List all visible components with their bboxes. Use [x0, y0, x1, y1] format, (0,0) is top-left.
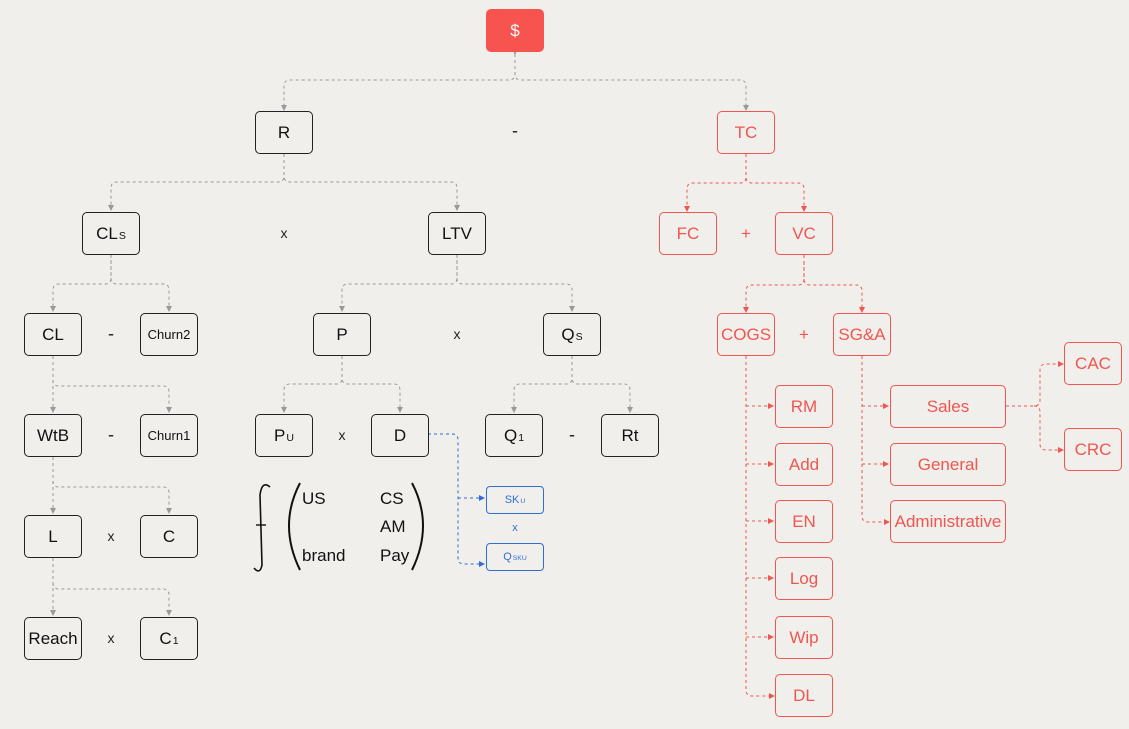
rt-node[interactable]: Rt: [601, 414, 659, 457]
integral-sign: [253, 484, 271, 572]
cogs-item-dl[interactable]: DL: [775, 674, 833, 717]
operator-times: x: [107, 528, 115, 544]
tc-node[interactable]: TC: [717, 111, 775, 154]
matrix-cs: CS: [380, 489, 404, 508]
connector-sales-cac: [1006, 361, 1064, 407]
operator-plus: +: [799, 325, 809, 344]
p-node[interactable]: P: [313, 313, 371, 356]
sga-item-administrative[interactable]: Administrative: [890, 500, 1006, 543]
operator-minus: -: [512, 120, 518, 141]
connector-tc-vc: [745, 160, 807, 212]
cac-node[interactable]: CAC: [1064, 342, 1122, 385]
connector-l-c1: [52, 582, 172, 616]
vc-node[interactable]: VC: [775, 212, 833, 255]
l-node[interactable]: L: [24, 515, 82, 558]
connector-wtb-c: [52, 480, 172, 514]
cogs-item-rm[interactable]: RM: [775, 385, 833, 428]
connector-p-d: [341, 362, 403, 413]
cogs-item-log[interactable]: Log: [775, 557, 833, 600]
operator-times: x: [280, 225, 288, 241]
matrix-left-paren: [288, 482, 301, 571]
cogs-item-add[interactable]: Add: [775, 443, 833, 486]
operator-plus: +: [741, 224, 751, 243]
sga-item-general[interactable]: General: [890, 443, 1006, 486]
fc-node[interactable]: FC: [659, 212, 717, 255]
connector-cls-churn2: [110, 260, 172, 312]
connector-cl-churn1: [52, 379, 172, 413]
operator-minus: -: [569, 424, 575, 445]
connector-root-r: [281, 49, 518, 111]
operator-times: x: [107, 630, 115, 646]
connector-d-sku: [428, 433, 485, 567]
connector-ltv-p: [339, 250, 460, 312]
connector-r-cls: [108, 149, 287, 211]
connector-r-ltv: [283, 160, 460, 211]
wtb-node[interactable]: WtB: [24, 414, 82, 457]
connector-qs-q1: [511, 351, 575, 413]
operator-minus: -: [108, 424, 114, 445]
matrix-brand: brand: [302, 546, 346, 565]
connector-vc-sga: [803, 262, 865, 313]
matrix-pay: Pay: [380, 546, 410, 565]
matrix-am: AM: [380, 517, 406, 536]
connector-cls-cl: [50, 250, 114, 312]
reach-node[interactable]: Reach: [24, 617, 82, 660]
connector-sga-trunk: [861, 356, 888, 523]
crc-node[interactable]: CRC: [1064, 428, 1122, 471]
ltv-node[interactable]: LTV: [428, 212, 486, 255]
connector-p-pu: [281, 351, 345, 413]
connector-vc-cogs: [743, 250, 807, 313]
connector-qs-rt: [571, 362, 633, 413]
operator-times: x: [453, 326, 461, 342]
churn2-node[interactable]: Churn2: [140, 313, 198, 356]
cl-node[interactable]: CL: [24, 313, 82, 356]
operator-minus: -: [108, 323, 114, 344]
cogs-item-en[interactable]: EN: [775, 500, 833, 543]
sga-node[interactable]: SG&A: [833, 313, 891, 356]
revenue-node[interactable]: R: [255, 111, 313, 154]
c-node[interactable]: C: [140, 515, 198, 558]
matrix-us: US: [302, 489, 326, 508]
connector-sales-crc: [1033, 405, 1064, 453]
connector-tc-fc: [684, 149, 749, 212]
sga-item-sales[interactable]: Sales: [890, 385, 1006, 428]
connector-ltv-qs: [456, 260, 575, 312]
operator-times: x: [338, 427, 346, 443]
profit-node[interactable]: $: [486, 9, 544, 52]
connector-root-tc: [514, 60, 749, 111]
connector-cogs-trunk: [745, 356, 773, 697]
cogs-item-wip[interactable]: Wip: [775, 616, 833, 659]
operator-times: x: [512, 522, 518, 534]
cogs-node[interactable]: COGS: [717, 313, 775, 356]
matrix-right-paren: [411, 482, 424, 571]
churn1-node[interactable]: Churn1: [140, 414, 198, 457]
d-node[interactable]: D: [371, 414, 429, 457]
